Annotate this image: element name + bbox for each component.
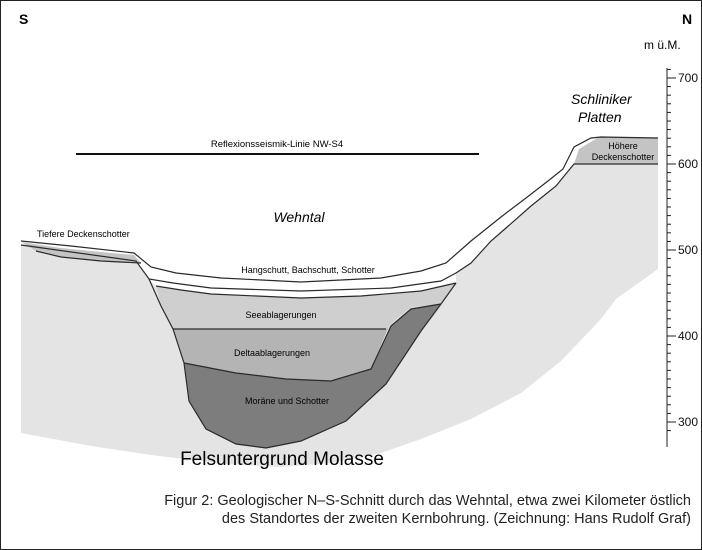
figure-caption-line1: Figur 2: Geologischer N–S-Schnitt durch … (164, 493, 691, 509)
elevation-tick-label: 400 (678, 329, 698, 343)
hangschutt-label: Hangschutt, Bachschutt, Schotter (241, 265, 375, 275)
seismic-line-label: Reflexionsseismik-Linie NW-S4 (211, 139, 343, 150)
tiefere-deckenschotter-label: Tiefere Deckenschotter (37, 229, 130, 239)
hoehere-deckenschotter-cap (574, 137, 658, 164)
hangschutt-layer (149, 273, 456, 298)
surface-line-upper (20, 136, 659, 283)
hoehere-label-line1: Höhere (608, 141, 638, 151)
elevation-tick-label: 700 (678, 71, 698, 85)
elevation-tick-label: 600 (678, 157, 698, 171)
hangschutt-base-line (155, 282, 457, 299)
deltaablagerungen-label: Deltaablagerungen (234, 348, 310, 358)
moraene-label: Moräne und Schotter (245, 396, 329, 406)
moraene-layer (184, 304, 441, 448)
tiefere-deckenschotter-outline (35, 250, 142, 264)
elevation-axis: 700 600 500 400 300 (666, 68, 698, 447)
elevation-tick-label: 300 (678, 415, 698, 429)
axis-unit-label: m ü.M. (644, 38, 681, 52)
direction-south: S (19, 11, 28, 27)
elevation-tick-label: 500 (678, 243, 698, 257)
bedrock-outline (148, 278, 457, 449)
direction-north: N (682, 11, 692, 27)
felsuntergrund-label: Felsuntergrund Molasse (180, 449, 384, 470)
figure-caption-line2: des Standortes der zweiten Kernbohrung. … (221, 511, 691, 527)
seeablagerungen-label: Seeablagerungen (245, 310, 316, 320)
plateau-name-line1: Schliniker (571, 91, 633, 107)
surface-line-lower (20, 163, 658, 292)
plateau-name-line2: Platten (578, 109, 622, 125)
hoehere-label-line2: Deckenschotter (592, 152, 655, 162)
valley-name-label: Wehntal (273, 209, 325, 225)
delta-moraene-boundary (183, 303, 442, 382)
